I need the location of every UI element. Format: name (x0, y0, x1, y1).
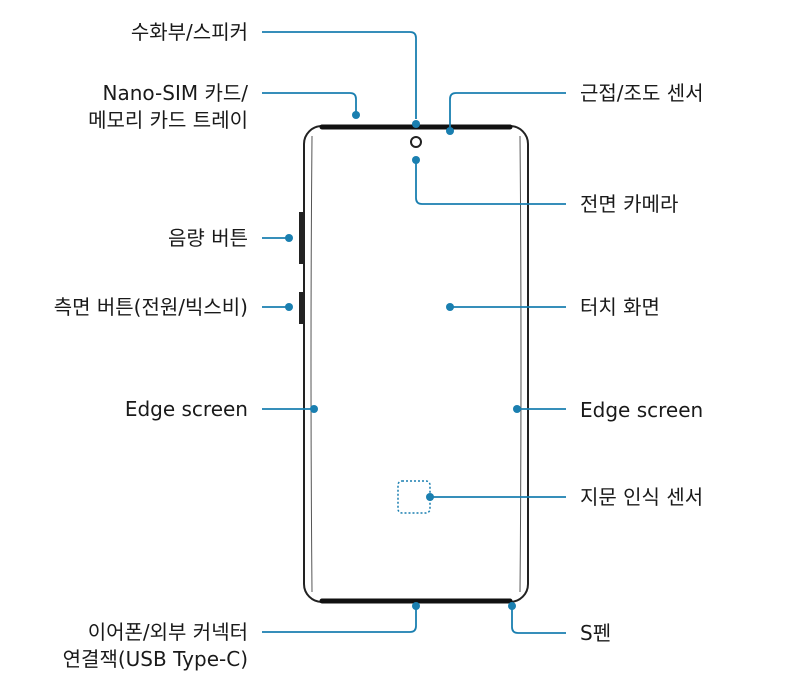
dot-touch-screen (446, 303, 454, 311)
dot-proximity (446, 127, 454, 135)
right-edge-curve (519, 135, 522, 593)
callout-dots (285, 111, 521, 610)
callout-receiver (262, 31, 417, 119)
callout-lines (262, 31, 566, 634)
dot-receiver (412, 120, 420, 128)
fingerprint-sensor-area (397, 480, 431, 514)
label-usb-connector-line1: 이어폰/외부 커넥터 (87, 620, 248, 644)
left-edge-curve (310, 135, 313, 593)
label-sim-tray-line1: Nano-SIM 카드/ (102, 81, 248, 105)
label-proximity-light-sensor: 근접/조도 센서 (580, 81, 704, 105)
side-key-shape (299, 292, 303, 324)
dot-edge-left (310, 405, 318, 413)
front-camera-lens (410, 136, 422, 148)
dot-s-pen (508, 602, 516, 610)
callout-proximity (449, 92, 566, 127)
dot-front-camera (412, 156, 420, 164)
callout-usb (262, 608, 417, 633)
label-fingerprint-sensor: 지문 인식 센서 (580, 485, 704, 509)
label-touch-screen: 터치 화면 (580, 295, 660, 319)
label-receiver-speaker: 수화부/스피커 (130, 20, 248, 44)
dot-usb (412, 602, 420, 610)
label-volume-button: 음량 버튼 (168, 226, 248, 250)
label-sim-tray-line2: 메모리 카드 트레이 (88, 108, 248, 132)
phone-body (299, 124, 529, 604)
dot-fingerprint (426, 493, 434, 501)
dot-edge-right (513, 405, 521, 413)
label-s-pen: S펜 (580, 621, 612, 645)
callout-front-camera (415, 161, 566, 205)
label-edge-screen-left: Edge screen (124, 397, 248, 421)
dot-volume (285, 234, 293, 242)
callout-s-pen (511, 608, 566, 634)
dot-side-key (285, 303, 293, 311)
label-front-camera: 전면 카메라 (580, 192, 679, 216)
label-edge-screen-right: Edge screen (580, 398, 704, 422)
label-usb-connector-line2: 연결잭(USB Type-C) (62, 647, 248, 671)
callout-sim-tray (262, 92, 357, 113)
volume-button-shape (299, 212, 303, 264)
label-side-key: 측면 버튼(전원/빅스비) (53, 295, 248, 319)
dot-sim-tray (352, 111, 360, 119)
